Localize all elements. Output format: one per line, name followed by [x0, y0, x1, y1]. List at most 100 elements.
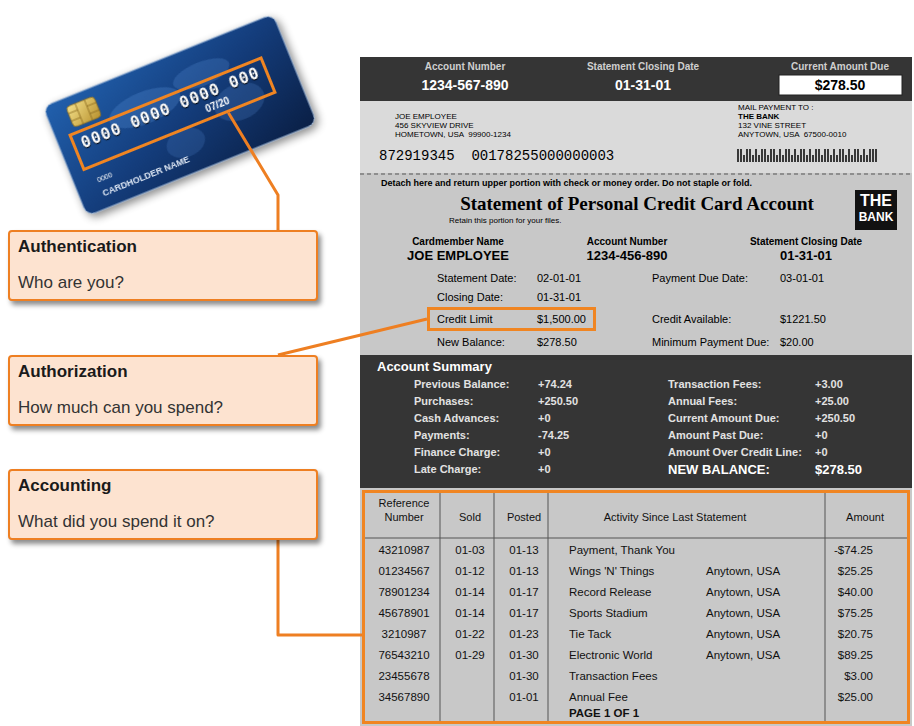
statement-text: 132 VINE STREET: [738, 121, 806, 130]
statement-text: +0: [538, 412, 551, 425]
statement-text: Purchases:: [414, 395, 473, 408]
table-cell: 01-23: [509, 627, 538, 641]
statement-text: Retain this portion for your files.: [449, 216, 562, 225]
table-cell: 3210987: [382, 627, 427, 641]
table-cell: $40.00: [838, 585, 873, 599]
card-chip: [66, 96, 102, 128]
statement-text: +74.24: [538, 378, 572, 391]
highlight-box: Reference NumberSoldPostedActivity Since…: [362, 490, 910, 724]
statement-text: ANYTOWN, USA 67500-0010: [738, 130, 846, 139]
statement-text: JOE EMPLOYEE: [395, 112, 457, 121]
statement-text: +250.50: [815, 412, 855, 425]
statement-text: 02-01-01: [537, 272, 581, 285]
callout-box: AuthorizationHow much can you spend?: [8, 355, 318, 426]
statement-text: 1234-567-890: [421, 77, 508, 93]
statement-text: 456 SKYVIEW DRIVE: [395, 121, 474, 130]
statement-text: -74.25: [538, 429, 569, 442]
credit-card: 0000CARDHOLDER NAME0000 0000 0000 00007/…: [42, 13, 319, 218]
table-cell: 01-30: [509, 669, 538, 683]
table-cell: $25.25: [838, 564, 873, 578]
callout-box: AccountingWhat did you spend it on?: [8, 469, 318, 540]
table-cell: 01-13: [509, 564, 538, 578]
leader-line: [228, 113, 278, 230]
statement-text: Closing Date:: [437, 291, 503, 304]
statement-text: 01-31-01: [537, 291, 581, 304]
statement-text: Cash Advances:: [414, 412, 499, 425]
table-cell: 01-01: [509, 690, 538, 704]
statement-text: Current Amount Due: [791, 61, 889, 73]
table-cell: 43210987: [378, 543, 429, 557]
statement-text: Payments:: [414, 429, 470, 442]
statement-text: Statement of Personal Credit Card Accoun…: [460, 193, 814, 215]
table-cell: Tie Tack: [569, 627, 611, 641]
table-cell: 01-17: [509, 585, 538, 599]
table-header: Activity Since Last Statement: [604, 510, 746, 524]
table-cell: Anytown, USA: [706, 585, 780, 599]
table-cell: $89.25: [838, 648, 873, 662]
table-cell: 01-12: [455, 564, 484, 578]
table-cell: 34567890: [378, 690, 429, 704]
statement-paper: [360, 57, 912, 726]
table-cell: $25.00: [838, 690, 873, 704]
statement-text: Annual Fees:: [668, 395, 737, 408]
table-cell: $20.75: [838, 627, 873, 641]
statement-text: THE BANK: [738, 112, 779, 121]
callout-heading: Authorization: [18, 362, 308, 382]
statement-text: 01-31-01: [615, 77, 671, 93]
statement-text: 1234-456-890: [587, 249, 668, 264]
summary-band: [360, 355, 912, 488]
table-cell: Anytown, USA: [706, 627, 780, 641]
statement-text: $278.50: [537, 336, 577, 349]
statement-text: New Balance:: [437, 336, 505, 349]
table-cell: Electronic World: [569, 648, 653, 662]
statement-text: MAIL PAYMENT TO :: [738, 103, 813, 112]
callout-heading: Authentication: [18, 237, 308, 257]
header-band: [360, 57, 912, 101]
perforation-line: [360, 174, 912, 175]
statement-text: 03-01-01: [780, 272, 824, 285]
statement-text: +250.50: [538, 395, 578, 408]
statement-text: Account Number: [425, 61, 506, 73]
table-header: Amount: [846, 510, 884, 524]
table-cell: 01-30: [509, 648, 538, 662]
statement-text: Account Number: [587, 236, 668, 248]
table-cell: 78901234: [378, 585, 429, 599]
table-cell: 01-13: [509, 543, 538, 557]
amount-due-box: [779, 75, 902, 95]
table-cell: $75.25: [838, 606, 873, 620]
table-cell: 01-14: [455, 585, 484, 599]
statement-text: JOE EMPLOYEE: [407, 249, 509, 264]
statement-text: +0: [538, 463, 551, 476]
table-cell: 01-29: [455, 648, 484, 662]
table-cell: 01-14: [455, 606, 484, 620]
callout-text: How much can you spend?: [18, 398, 308, 418]
table-cell: Sports Stadium: [569, 606, 648, 620]
card-body: [43, 14, 317, 216]
statement-text: Current Amount Due:: [668, 412, 779, 425]
address-band: [360, 101, 912, 173]
callout-box: AuthenticationWho are you?: [8, 230, 318, 301]
barcode: [744, 155, 867, 162]
table-cell: 45678901: [378, 606, 429, 620]
statement-text: Previous Balance:: [414, 378, 509, 391]
table-cell: Record Release: [569, 585, 651, 599]
callout-text: What did you spend it on?: [18, 512, 308, 532]
statement-text: Credit Available:: [652, 313, 731, 326]
table-cell: Anytown, USA: [706, 606, 780, 620]
statement-text: NEW BALANCE:: [668, 463, 770, 478]
table-cell: Anytown, USA: [706, 564, 780, 578]
leader-line: [278, 319, 427, 355]
statement-text: Amount Over Credit Line:: [668, 446, 802, 459]
table-cell: 23455678: [378, 669, 429, 683]
table-cell: Transaction Fees: [569, 669, 657, 683]
table-header: Sold: [459, 510, 481, 524]
statement-text: Late Charge:: [414, 463, 481, 476]
statement-text: Transaction Fees:: [668, 378, 762, 391]
statement-text: $278.50: [815, 77, 866, 93]
bank-logo: [855, 190, 897, 230]
statement-text: Statement Date:: [437, 272, 517, 285]
statement-text: HOMETOWN, USA 99900-1234: [395, 130, 511, 139]
statement-text: $1221.50: [780, 313, 826, 326]
table-cell: -$74.25: [834, 543, 873, 557]
